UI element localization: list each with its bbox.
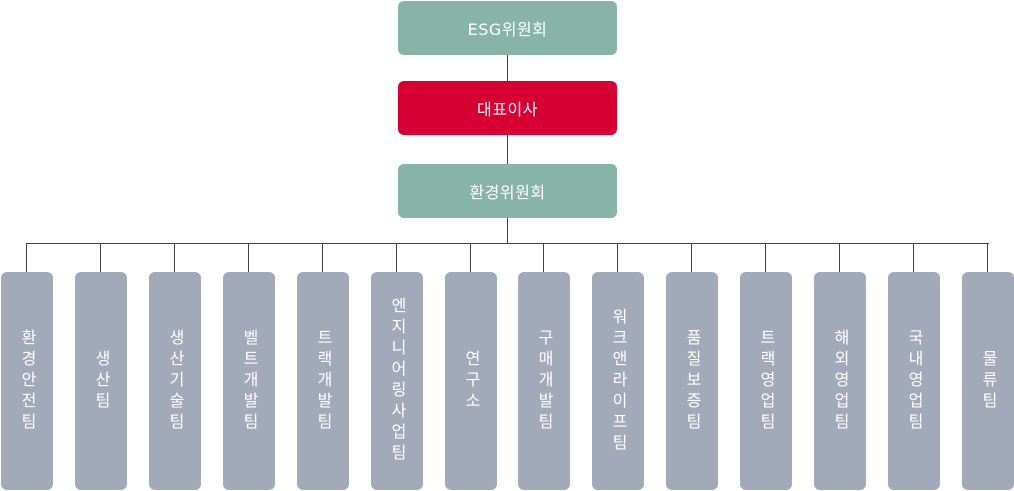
team-label: 환경안전팀 xyxy=(18,328,37,434)
team-box: 엔지니어링사업팀 xyxy=(371,272,423,490)
team-box: 워크앤라이프팀 xyxy=(592,272,644,490)
team-box: 환경안전팀 xyxy=(1,272,53,490)
ceo-label: 대표이사 xyxy=(477,100,538,119)
connector-team-drop xyxy=(987,243,988,272)
connector-team-drop xyxy=(396,243,397,272)
connector-team-drop xyxy=(322,243,323,272)
connector-team-drop xyxy=(617,243,618,272)
connector-team-drop xyxy=(543,243,544,272)
team-box: 트랙영업팀 xyxy=(740,272,792,490)
connector-horizontal-bus xyxy=(26,243,989,244)
team-box: 벨트개발팀 xyxy=(223,272,275,490)
connector-team-drop xyxy=(691,243,692,272)
connector-esg-ceo xyxy=(507,55,508,81)
team-label: 품질보증팀 xyxy=(683,328,702,434)
team-box: 연구소 xyxy=(445,272,497,490)
team-box: 국내영업팀 xyxy=(888,272,940,490)
team-label: 생산팀 xyxy=(92,349,111,413)
team-label: 엔지니어링사업팀 xyxy=(388,297,407,465)
connector-team-drop xyxy=(26,243,27,272)
team-label: 구매개발팀 xyxy=(535,328,554,434)
connector-env-bus xyxy=(507,218,508,243)
team-label: 물류팀 xyxy=(979,349,998,413)
esg-committee-box: ESG위원회 xyxy=(398,1,617,55)
team-box: 품질보증팀 xyxy=(666,272,718,490)
team-box: 트랙개발팀 xyxy=(297,272,349,490)
connector-team-drop xyxy=(248,243,249,272)
team-label: 생산기술팀 xyxy=(166,328,185,434)
connector-ceo-env xyxy=(507,135,508,164)
team-box: 생산팀 xyxy=(75,272,127,490)
connector-team-drop xyxy=(100,243,101,272)
connector-team-drop xyxy=(174,243,175,272)
connector-team-drop xyxy=(470,243,471,272)
connector-team-drop xyxy=(913,243,914,272)
connector-team-drop xyxy=(839,243,840,272)
team-label: 벨트개발팀 xyxy=(240,328,259,434)
env-committee-label: 환경위원회 xyxy=(469,183,546,202)
team-box: 해외영업팀 xyxy=(814,272,866,490)
team-label: 트랙영업팀 xyxy=(757,328,776,434)
team-box: 생산기술팀 xyxy=(149,272,201,490)
team-label: 국내영업팀 xyxy=(905,328,924,434)
team-label: 트랙개발팀 xyxy=(314,328,333,434)
env-committee-box: 환경위원회 xyxy=(398,164,617,218)
team-box: 구매개발팀 xyxy=(518,272,570,490)
team-box: 물류팀 xyxy=(962,272,1014,490)
team-label: 연구소 xyxy=(462,349,481,413)
ceo-box: 대표이사 xyxy=(398,81,617,135)
connector-team-drop xyxy=(765,243,766,272)
team-label: 워크앤라이프팀 xyxy=(609,307,628,455)
esg-committee-label: ESG위원회 xyxy=(467,20,548,39)
team-label: 해외영업팀 xyxy=(831,328,850,434)
